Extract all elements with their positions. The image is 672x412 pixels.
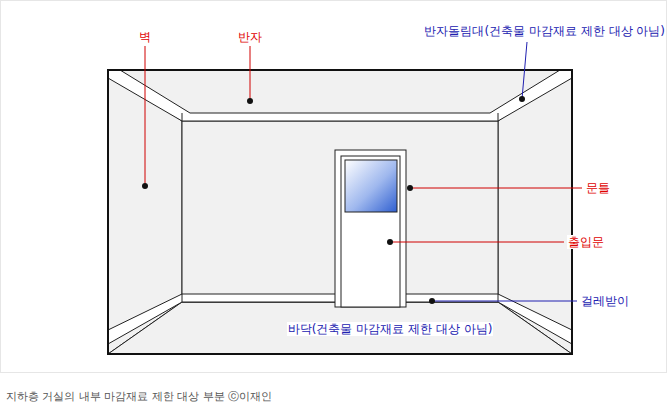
leader-dot: [519, 96, 525, 102]
leader-line: [250, 46, 251, 101]
ceiling: [108, 70, 572, 121]
leader-dot: [142, 183, 148, 189]
door-leaf: [341, 156, 400, 307]
figure-caption: 지하층 거실의 내부 마감재료 제한 대상 부분 ⓒ이재인: [6, 389, 272, 404]
crown-molding: [108, 70, 572, 121]
part-label: 반자: [237, 30, 263, 44]
part-label: 걸레받이: [580, 294, 630, 308]
leader-line: [145, 46, 146, 186]
leader-line: [522, 42, 527, 99]
leader-dot: [407, 185, 413, 191]
baseboard-edge: [182, 294, 183, 302]
molding-edge: [182, 113, 183, 121]
part-label: 반자돌림대(건축물 마감재료 제한 대상 아님): [423, 24, 666, 38]
leader-dot: [247, 98, 253, 104]
floor: [108, 302, 572, 354]
leader-line: [432, 301, 577, 302]
part-label: 출입문: [567, 235, 605, 249]
molding-edge: [498, 113, 499, 121]
part-label: 문틀: [585, 181, 611, 195]
door-frame: [335, 150, 406, 307]
room-outline: [108, 70, 572, 354]
frame-border: [1, 1, 667, 373]
leader-lines: [145, 46, 582, 242]
part-label: 벽: [138, 30, 152, 44]
leader-line: [390, 242, 564, 243]
leader-dots: [142, 96, 525, 304]
leader-dot: [429, 298, 435, 304]
leader-lines: [432, 42, 577, 301]
part-label: 바닥(건축물 마감재료 제한 대상 아님): [287, 322, 494, 336]
door-window: [345, 160, 397, 212]
leader-dot: [387, 239, 393, 245]
leader-line: [410, 188, 582, 189]
